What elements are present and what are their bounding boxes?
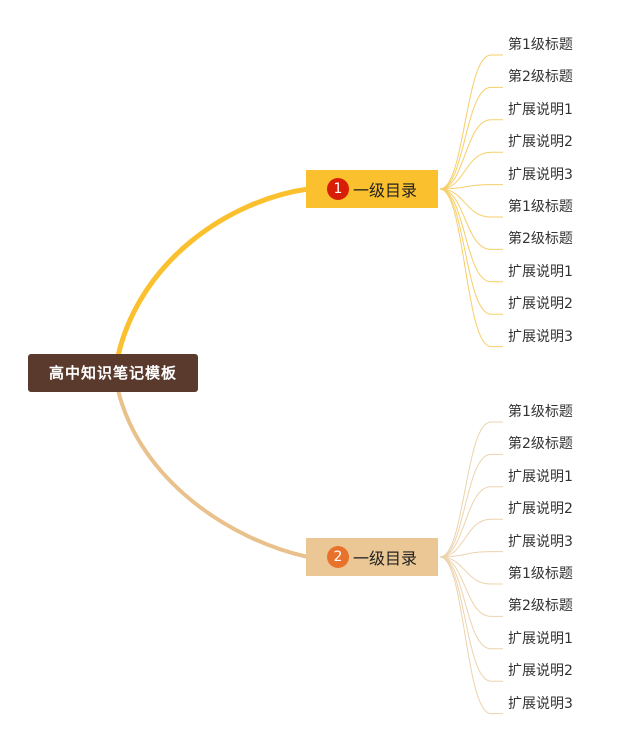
leaf-connector-line [439,188,503,250]
leaf-connector-line [439,188,503,348]
leaf-topic[interactable]: 第1级标题 [508,404,573,420]
root-topic[interactable]: 高中知识笔记模板 [28,354,198,392]
leaf-topic[interactable]: 第2级标题 [508,598,573,615]
leaf-connector-line [439,151,503,190]
root-to-branch-2-line [116,388,310,559]
branch-2-leaf-lines [439,421,503,715]
leaf-connector-line [439,188,503,218]
leaf-topic[interactable]: 扩展说明2 [508,296,573,313]
leaf-connector-line [439,518,503,558]
leaf-topic[interactable]: 扩展说明2 [508,663,573,680]
leaf-topic[interactable]: 第2级标题 [508,231,573,248]
leaf-topic[interactable]: 第1级标题 [508,199,573,215]
leaf-connector-line [439,556,503,617]
branch-topic-2[interactable]: 2 一级目录 [306,538,438,576]
leaf-connector-line [439,453,503,558]
leaf-topic[interactable]: 扩展说明2 [508,501,573,518]
leaf-topic[interactable]: 扩展说明3 [508,533,573,550]
leaf-topic[interactable]: 扩展说明1 [508,630,573,647]
leaf-topic[interactable]: 扩展说明3 [508,166,573,183]
leaf-topic[interactable]: 第2级标题 [508,436,573,453]
leaf-topic[interactable]: 第1级标题 [508,566,573,582]
leaf-connector-line [439,54,503,190]
leaf-topic[interactable]: 第2级标题 [508,69,573,86]
leaf-topic[interactable]: 第1级标题 [508,37,573,53]
leaf-topic[interactable]: 扩展说明2 [508,134,573,151]
branch-2-label: 一级目录 [352,549,417,568]
leaf-connector-line [439,188,503,283]
root-to-branch-1-line [115,186,311,359]
branch-topic-1[interactable]: 1 一级目录 [306,170,438,208]
leaf-connector-line [439,556,503,715]
leaf-connector-line [439,486,503,558]
leaf-topic[interactable]: 扩展说明1 [508,468,573,485]
leaf-connector-line [439,556,503,682]
branch-1-leaf-lines [439,54,503,348]
leaf-connector-line [439,184,503,190]
leaf-connector-line [439,556,503,650]
leaf-connector-line [439,551,503,558]
leaf-connector-line [439,556,503,585]
leaf-topic[interactable]: 扩展说明3 [508,695,573,712]
branch-1-number-badge: 1 [326,178,349,200]
leaf-connector-line [439,188,503,315]
leaf-connector-line [439,421,503,558]
leaf-topic[interactable]: 扩展说明1 [508,101,573,118]
leaf-topic[interactable]: 扩展说明1 [508,263,573,280]
branch-2-number-badge: 2 [326,546,349,568]
leaf-connector-line [439,119,503,190]
branch-1-label: 一级目录 [352,181,417,200]
leaf-topic[interactable]: 扩展说明3 [508,328,573,345]
leaf-connector-line [439,86,503,190]
